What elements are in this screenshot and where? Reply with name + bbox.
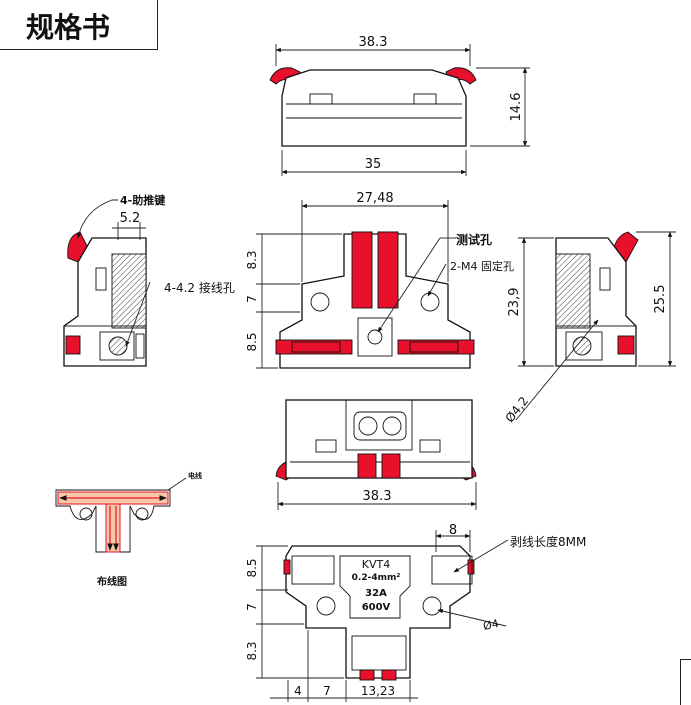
bottom-red-right bbox=[381, 453, 401, 479]
top-view-dim-85: 8.5 bbox=[245, 558, 259, 577]
title-box: 规格书 bbox=[0, 0, 158, 50]
left-view-hatch bbox=[111, 253, 147, 329]
center-view: 27,48 8.3 7 8.5 测试孔 2-M4 固定孔 bbox=[245, 191, 514, 369]
center-dim-top: 27,48 bbox=[356, 191, 393, 206]
right-view-wire-hole bbox=[572, 336, 592, 356]
bottom-dim-width: 38.3 bbox=[363, 489, 392, 504]
center-mount-hole-label: 2-M4 固定孔 bbox=[450, 259, 514, 273]
top-view-current: 32A bbox=[365, 588, 387, 599]
left-view-dim-52: 5.2 bbox=[120, 211, 141, 226]
center-dim-83: 8.3 bbox=[245, 250, 259, 269]
center-test-window bbox=[357, 317, 393, 357]
left-side-view: 4-助推键 5.2 4-4.2 接线孔 bbox=[63, 193, 235, 367]
top-view-red-tab-left bbox=[359, 669, 375, 681]
top-view-red-right bbox=[467, 559, 475, 575]
center-red-bar-right bbox=[397, 339, 475, 355]
top-view-dim-7: 7 bbox=[245, 603, 259, 611]
wiring-caption: 布线图 bbox=[97, 575, 127, 588]
top-view-voltage: 600V bbox=[362, 602, 391, 613]
right-side-view: 23,9 25.5 Ø4,2 bbox=[503, 231, 676, 425]
right-view-dim-255: 25.5 bbox=[653, 285, 668, 314]
front-body bbox=[281, 69, 467, 147]
front-dim-height: 14.6 bbox=[509, 93, 524, 122]
center-body bbox=[279, 233, 471, 369]
bottom-view: 38.3 bbox=[275, 399, 477, 510]
left-view-wire-hole bbox=[108, 336, 128, 356]
right-view-dim-dia: Ø4,2 bbox=[503, 394, 532, 425]
wiring-wire-label: 电线 bbox=[188, 471, 202, 480]
center-test-hole-label: 测试孔 bbox=[456, 232, 492, 247]
front-view: 38.3 35 14.6 bbox=[269, 35, 530, 176]
bottom-hole-left bbox=[358, 416, 378, 436]
page-title: 规格书 bbox=[26, 11, 111, 44]
top-view-dim-b1323: 13,23 bbox=[361, 684, 395, 698]
center-dim-7: 7 bbox=[245, 295, 259, 303]
top-view-dim-b4: 4 bbox=[294, 684, 302, 698]
left-view-wire-hole-label: 4-4.2 接线孔 bbox=[164, 280, 235, 295]
top-view-strip-label: 剥线长度8MM bbox=[510, 534, 586, 549]
top-view-range: 0.2-4mm² bbox=[352, 573, 401, 583]
center-mount-hole-left bbox=[310, 292, 330, 312]
right-view-red-tab bbox=[617, 335, 635, 355]
front-slot-right bbox=[413, 93, 437, 105]
top-view-red-left bbox=[283, 559, 291, 575]
top-view-red-tab-right bbox=[381, 669, 397, 681]
front-dim-base: 35 bbox=[365, 157, 382, 172]
top-view-dim-8: 8 bbox=[449, 523, 457, 538]
top-view-hole-left bbox=[316, 596, 336, 616]
frame-corner bbox=[680, 659, 691, 705]
top-view-hole-right bbox=[422, 596, 442, 616]
top-view-model: KVT4 bbox=[362, 558, 390, 571]
front-slot-left bbox=[309, 93, 333, 105]
center-test-hole bbox=[367, 329, 383, 345]
right-view-hatch bbox=[555, 253, 591, 329]
center-dim-85: 8.5 bbox=[245, 332, 259, 351]
right-view-dim-239: 23,9 bbox=[507, 288, 522, 317]
left-view-red-tab bbox=[65, 335, 81, 355]
top-view: KVT4 0.2-4mm² 32A 600V 8 剥线长度8MM Ø4 8.5 … bbox=[245, 523, 586, 702]
bottom-body bbox=[285, 399, 473, 479]
bottom-red-left bbox=[357, 453, 377, 479]
center-red-bar-left bbox=[275, 339, 353, 355]
front-dim-width: 38.3 bbox=[359, 35, 388, 50]
top-view-dim-83: 8.3 bbox=[245, 641, 259, 660]
left-view-button-label: 4-助推键 bbox=[120, 193, 166, 207]
top-view-dim-b7: 7 bbox=[323, 684, 331, 698]
wiring-diagram: 电线 布线图 bbox=[55, 471, 202, 588]
bottom-hole-right bbox=[382, 416, 402, 436]
top-view-dim-dia4: Ø4 bbox=[482, 617, 500, 633]
